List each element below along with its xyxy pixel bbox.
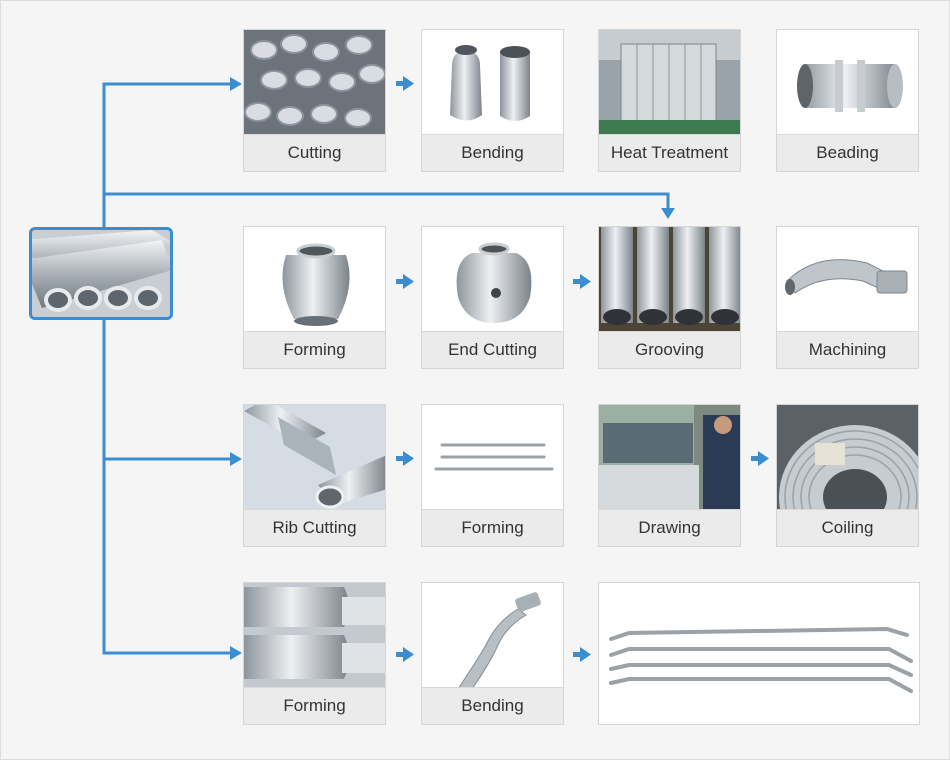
- coiling-image: [777, 405, 918, 511]
- flow-line-row1: [102, 82, 232, 227]
- heat-treatment-image: [599, 30, 740, 136]
- flow-arrowhead-grooving: [661, 208, 675, 219]
- step-card: Heat Treatment: [598, 29, 741, 172]
- step-label: Bending: [422, 687, 563, 724]
- step-card: Bending: [421, 29, 564, 172]
- step-label: Beading: [777, 134, 918, 171]
- step-label: Coiling: [777, 509, 918, 546]
- forming-bulged-image: [244, 583, 385, 689]
- rib-cutting-image: [244, 405, 385, 511]
- step-card: Bending: [421, 582, 564, 725]
- step-label: Forming: [422, 509, 563, 546]
- step-arrow: [396, 76, 414, 91]
- step-arrow: [751, 451, 769, 466]
- step-arrow: [573, 647, 591, 662]
- bending-image: [422, 30, 563, 136]
- bending-pipe-image: [422, 583, 563, 689]
- step-card: Drawing: [598, 404, 741, 547]
- step-label: Bending: [422, 134, 563, 171]
- step-label: Forming: [244, 687, 385, 724]
- step-card: Rib Cutting: [243, 404, 386, 547]
- step-card: Grooving: [598, 226, 741, 369]
- machining-image: [777, 227, 918, 333]
- forming-rods-image: [422, 405, 563, 511]
- source-tubes-image: [29, 227, 173, 320]
- step-label: End Cutting: [422, 331, 563, 368]
- flow-arrowhead-row1: [230, 77, 242, 91]
- final-product-image: [598, 582, 920, 725]
- cutting-image: [244, 30, 385, 136]
- step-card: Beading: [776, 29, 919, 172]
- step-label: Grooving: [599, 331, 740, 368]
- step-label: Heat Treatment: [599, 134, 740, 171]
- step-label: Machining: [777, 331, 918, 368]
- grooving-image: [599, 227, 740, 333]
- step-card: Forming: [243, 582, 386, 725]
- step-card: End Cutting: [421, 226, 564, 369]
- drawing-image: [599, 405, 740, 511]
- step-arrow: [396, 451, 414, 466]
- flow-line-branch-grooving: [104, 192, 670, 210]
- step-card: Forming: [421, 404, 564, 547]
- forming-image: [244, 227, 385, 333]
- step-arrow: [396, 647, 414, 662]
- flow-line-row4: [102, 320, 232, 655]
- step-label: Forming: [244, 331, 385, 368]
- step-label: Drawing: [599, 509, 740, 546]
- step-label: Rib Cutting: [244, 509, 385, 546]
- step-card: Coiling: [776, 404, 919, 547]
- step-card: Cutting: [243, 29, 386, 172]
- beading-image: [777, 30, 918, 136]
- flow-arrowhead-row3: [230, 452, 242, 466]
- flow-arrowhead-row4: [230, 646, 242, 660]
- step-label: Cutting: [244, 134, 385, 171]
- step-arrow: [573, 274, 591, 289]
- step-card: Forming: [243, 226, 386, 369]
- step-arrow: [396, 274, 414, 289]
- end-cutting-image: [422, 227, 563, 333]
- step-card: Machining: [776, 226, 919, 369]
- step-arrows: [396, 76, 769, 662]
